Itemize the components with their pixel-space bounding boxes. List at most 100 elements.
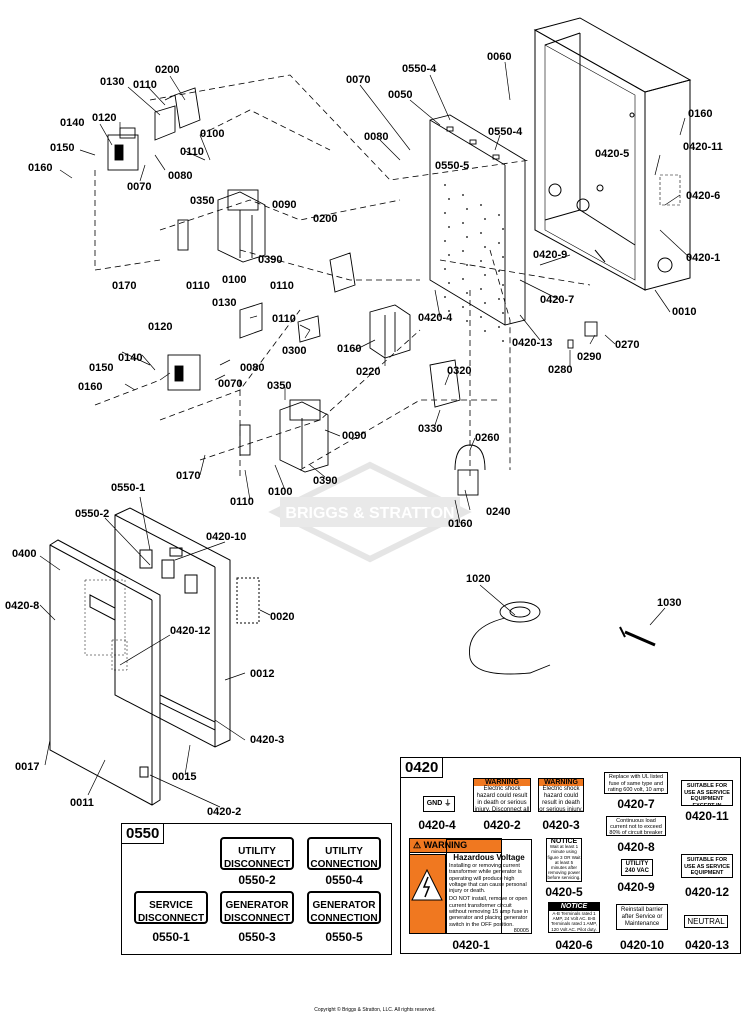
- panel-hole: [448, 226, 450, 228]
- code-0420-7: 0420-7: [617, 797, 655, 811]
- notice2-header: NOTICE: [549, 903, 599, 911]
- callout-0100: 0100: [268, 486, 293, 498]
- hazard-text: Installing or removing current transform…: [449, 863, 527, 895]
- callout-0390: 0390: [313, 475, 338, 487]
- watermark-text: BRIGGS & STRATTON: [285, 505, 454, 522]
- warning-label-small: WARNING Electric shock hazard could resu…: [473, 778, 531, 812]
- reinstall-text: Reinstall barrier after Service or Maint…: [620, 907, 663, 927]
- panel-hole: [444, 240, 446, 242]
- panel-hole: [484, 218, 486, 220]
- label-panel-0420: 0420 GND ⏚ 0420-4 WARNING Electric shock…: [400, 757, 741, 954]
- panel-hole: [466, 264, 468, 266]
- callout-0200: 0200: [155, 64, 180, 76]
- callout-0420-13: 0420-13: [512, 337, 553, 349]
- decal-utility-disconnect: UTILITY DISCONNECT: [220, 837, 294, 870]
- reinstall-barrier-label: Reinstall barrier after Service or Maint…: [616, 904, 668, 930]
- fuse-text: Replace with UL listed fuse of same type…: [608, 774, 664, 793]
- callout-0550-2: 0550-2: [75, 508, 110, 520]
- callout-0011: 0011: [70, 797, 94, 809]
- code-0420-3: 0420-3: [542, 818, 580, 832]
- callout-0160: 0160: [28, 162, 53, 174]
- code-0420-10: 0420-10: [619, 938, 665, 952]
- callout-0550-4: 0550-4: [488, 126, 523, 138]
- callout-0550-1: 0550-1: [111, 482, 146, 494]
- callout-0420-6: 0420-6: [686, 190, 721, 202]
- decal-code: 0550-5: [325, 930, 363, 944]
- continuous-text: Continuous load current not to exceed 80…: [609, 818, 663, 836]
- callout-0110: 0110: [270, 280, 294, 292]
- panel-hole: [480, 288, 482, 290]
- callout-0080: 0080: [168, 170, 193, 182]
- watermark-logo: BRIGGS & STRATTON: [268, 461, 472, 563]
- callout-0390: 0390: [258, 254, 283, 266]
- big-warning-header: ⚠ WARNING: [410, 839, 501, 853]
- code-0420-12: 0420-12: [684, 885, 730, 899]
- decal-line: DISCONNECT: [223, 859, 291, 870]
- panel-hole: [462, 250, 464, 252]
- panel-hole: [498, 242, 500, 244]
- callout-0110: 0110: [272, 313, 296, 325]
- callout-0015: 0015: [172, 771, 197, 783]
- callout-0240: 0240: [486, 506, 511, 518]
- decal-generator-connection: GENERATOR CONNECTION: [307, 891, 381, 924]
- decal-line: DISCONNECT: [223, 913, 291, 924]
- callout-1020: 1020: [466, 573, 491, 585]
- code-0420-9: 0420-9: [617, 880, 655, 894]
- service-equip-text: SUITABLE FOR USE AS SERVICE EQUIPMENT: [684, 857, 730, 876]
- utility-240-text: UTILITY 240 VAC: [625, 861, 649, 874]
- panel-hole: [498, 326, 500, 328]
- panel-hole: [480, 232, 482, 234]
- callout-0420-7: 0420-7: [540, 294, 575, 306]
- callout-0420-9: 0420-9: [533, 249, 568, 261]
- callout-0420-11: 0420-11: [683, 141, 723, 153]
- callout-0350: 0350: [190, 195, 215, 207]
- callout-0070: 0070: [218, 378, 243, 390]
- hazard-text-block: Hazardous Voltage Installing or removing…: [446, 839, 532, 934]
- callout-0110: 0110: [180, 146, 204, 158]
- callout-0100: 0100: [200, 128, 225, 140]
- panel-hole: [502, 312, 504, 314]
- callout-0060: 0060: [487, 51, 512, 63]
- code-0420-4: 0420-4: [418, 818, 456, 832]
- panel-hole: [484, 274, 486, 276]
- callout-0090: 0090: [342, 430, 367, 442]
- panel-hole: [466, 236, 468, 238]
- panel-hole: [444, 184, 446, 186]
- hazard-pictogram: [409, 854, 446, 934]
- decal-line: DISCONNECT: [137, 913, 205, 924]
- panel-hole: [502, 228, 504, 230]
- panel-hole: [462, 222, 464, 224]
- panel-title: 0550: [122, 824, 165, 844]
- service-equip-canada-label: SUITABLE FOR USE AS SERVICE EQUIPMENT EX…: [681, 780, 733, 806]
- callout-0420-1: 0420-1: [686, 252, 721, 264]
- callout-0150: 0150: [89, 362, 114, 374]
- notice-text: Wait at least 1 minute using figure 3 OR…: [547, 844, 581, 881]
- panel-hole: [498, 214, 500, 216]
- code-0420-11: 0420-11: [685, 809, 729, 823]
- enclosure-0010: [533, 17, 692, 291]
- hazard-title: Hazardous Voltage: [453, 853, 525, 862]
- leader-lines: [39, 61, 691, 808]
- callout-0130: 0130: [212, 297, 237, 309]
- panel-hole: [462, 306, 464, 308]
- panel-title: 0420: [401, 758, 444, 778]
- notice2-text: A-B Terminals rated 1 AMP, 24 Volt AC. B…: [551, 911, 597, 932]
- callout-0420-8: 0420-8: [5, 600, 40, 612]
- callout-0280: 0280: [548, 364, 573, 376]
- decal-line: UTILITY: [238, 846, 276, 857]
- warning-label-small-2: WARNING Electric shock hazard could resu…: [538, 778, 584, 812]
- callout-0320: 0320: [447, 365, 472, 377]
- utility-240-label: UTILITY 240 VAC: [621, 859, 653, 876]
- service-equip-text: SUITABLE FOR USE AS SERVICE EQUIPMENT EX…: [684, 783, 730, 806]
- callout-0260: 0260: [475, 432, 500, 444]
- callout-0300: 0300: [282, 345, 307, 357]
- decal-code: 0550-1: [152, 930, 190, 944]
- panel-hole: [462, 194, 464, 196]
- code-0420-13: 0420-13: [684, 938, 730, 952]
- hazardous-voltage-warning: ⚠ WARNING: [409, 838, 502, 934]
- callout-0150: 0150: [50, 142, 75, 154]
- callout-0050: 0050: [388, 89, 413, 101]
- panel-hole: [466, 292, 468, 294]
- assembly-dash-lines: [94, 74, 591, 480]
